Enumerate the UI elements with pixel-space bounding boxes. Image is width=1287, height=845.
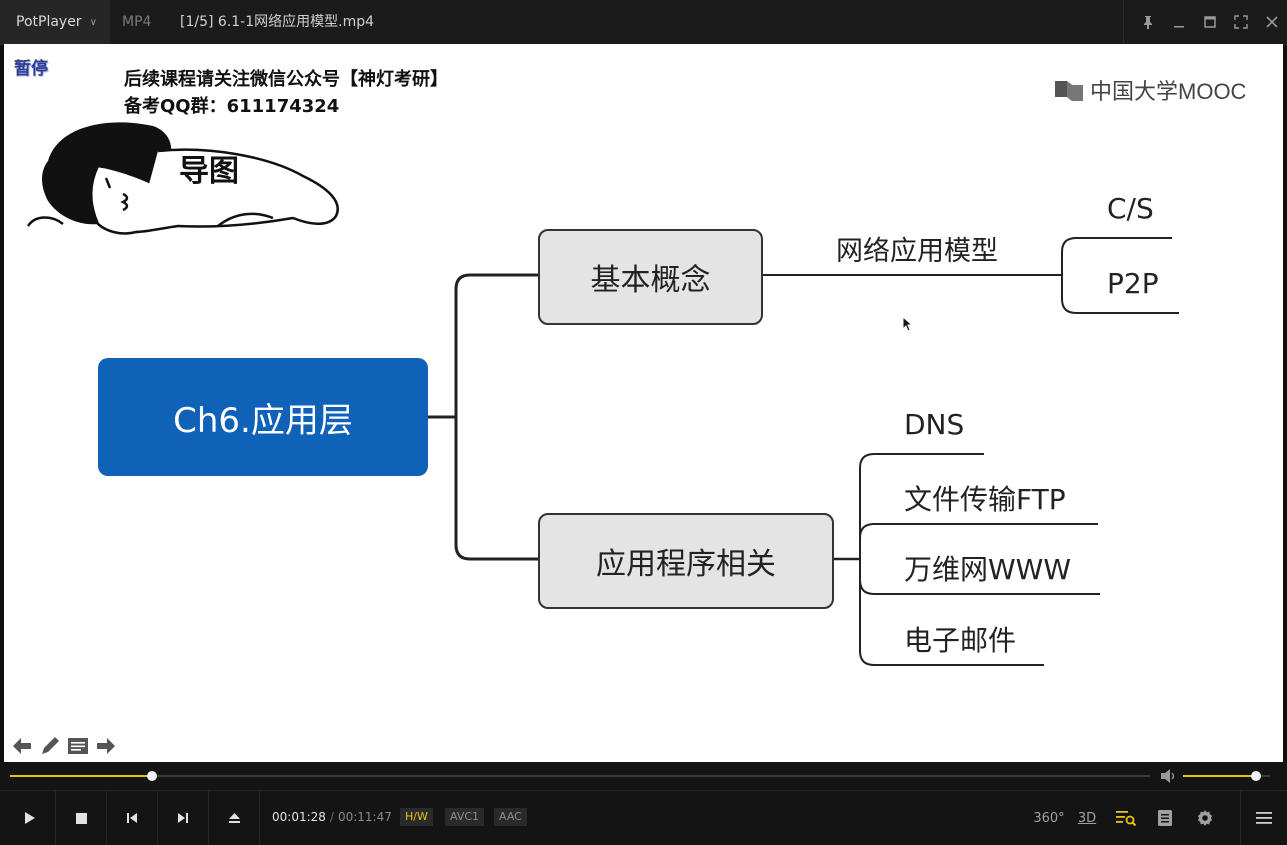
app-menu-button[interactable]: PotPlayer ∨ bbox=[0, 0, 110, 44]
drawing-toolbar bbox=[10, 734, 118, 758]
mindmap-leaf-dns: DNS bbox=[904, 408, 965, 441]
time-separator: / bbox=[329, 810, 334, 824]
mindmap-leaf-p2p: P2P bbox=[1107, 267, 1159, 300]
mindmap-leaf-email: 电子邮件 bbox=[904, 624, 1017, 657]
mooc-watermark: 中国大学MOOC bbox=[1054, 74, 1246, 106]
format-label: MP4 bbox=[122, 14, 152, 30]
skip-previous-icon bbox=[127, 813, 137, 823]
seek-progress-fill bbox=[10, 775, 152, 777]
pin-icon[interactable] bbox=[1132, 0, 1163, 44]
app-name: PotPlayer bbox=[16, 14, 82, 30]
3d-button[interactable]: 3D bbox=[1067, 791, 1107, 845]
seek-handle[interactable] bbox=[146, 771, 157, 781]
note-icon[interactable] bbox=[66, 734, 90, 758]
osd-pause-status: 暂停 bbox=[14, 59, 48, 79]
previous-button[interactable] bbox=[107, 791, 158, 845]
window-title: [1/5] 6.1-1网络应用模型.mp4 bbox=[180, 14, 375, 30]
video-frame[interactable]: 暂停 后续课程请关注微信公众号【神灯考研】 备考QQ群：611174324 中国… bbox=[4, 44, 1283, 762]
seek-slider[interactable] bbox=[10, 771, 1150, 781]
mindmap-root-node: Ch6.应用层 bbox=[98, 358, 428, 476]
total-time: 00:11:47 bbox=[337, 810, 392, 824]
mouse-cursor-icon bbox=[902, 316, 914, 332]
window-controls bbox=[1123, 0, 1287, 44]
control-bar: 00:01:28/00:11:47 H/W AVC1 AAC 360° 3D bbox=[0, 790, 1287, 845]
time-display: 00:01:28/00:11:47 bbox=[272, 810, 392, 824]
stop-icon bbox=[75, 812, 87, 824]
title-bar: PotPlayer ∨ MP4 [1/5] 6.1-1网络应用模型.mp4 bbox=[0, 0, 1287, 45]
promo-line-1: 后续课程请关注微信公众号【神灯考研】 bbox=[124, 69, 448, 90]
eject-icon bbox=[228, 813, 240, 823]
mindmap-node-label: 基本概念 bbox=[590, 263, 711, 298]
vr-360-button[interactable]: 360° bbox=[1029, 791, 1069, 845]
playlist-search-icon bbox=[1116, 811, 1137, 827]
skip-next-icon bbox=[178, 813, 188, 823]
main-menu-button[interactable] bbox=[1240, 791, 1287, 845]
volume-slider[interactable] bbox=[1183, 771, 1270, 781]
mindmap-node-application-programs: 应用程序相关 bbox=[538, 513, 834, 609]
fullscreen-icon[interactable] bbox=[1225, 0, 1256, 44]
arrow-right-icon[interactable] bbox=[94, 734, 118, 758]
seek-bar-area bbox=[0, 762, 1287, 790]
pen-icon[interactable] bbox=[38, 734, 62, 758]
mooc-watermark-text: 中国大学MOOC bbox=[1090, 79, 1247, 104]
mindmap-leaf-www: 万维网WWW bbox=[904, 553, 1072, 586]
mindmap-leaf-cs: C/S bbox=[1107, 192, 1154, 225]
volume-icon[interactable] bbox=[1160, 768, 1178, 784]
vr-360-label: 360° bbox=[1033, 810, 1065, 826]
mooc-logo-icon bbox=[1054, 78, 1084, 102]
playlist-search-button[interactable] bbox=[1106, 791, 1146, 845]
chevron-down-icon: ∨ bbox=[89, 16, 97, 28]
volume-handle[interactable] bbox=[1251, 771, 1262, 781]
lying-figure-illustration bbox=[26, 122, 339, 235]
settings-button[interactable] bbox=[1185, 791, 1225, 845]
play-button[interactable] bbox=[5, 791, 56, 845]
list-panel-icon bbox=[1158, 810, 1172, 826]
volume-fill bbox=[1183, 775, 1257, 777]
video-codec-badge[interactable]: AVC1 bbox=[445, 808, 485, 826]
mindmap-label-network-model: 网络应用模型 bbox=[836, 236, 998, 267]
hw-decode-badge[interactable]: H/W bbox=[400, 808, 433, 826]
next-button[interactable] bbox=[158, 791, 209, 845]
mindmap-node-basic-concepts: 基本概念 bbox=[538, 229, 763, 325]
mindmap-root-label: Ch6.应用层 bbox=[173, 400, 353, 441]
open-button[interactable] bbox=[209, 791, 260, 845]
promo-text: 后续课程请关注微信公众号【神灯考研】 备考QQ群：611174324 bbox=[124, 66, 448, 120]
gear-icon bbox=[1197, 810, 1213, 826]
mindmap-leaf-ftp: 文件传输FTP bbox=[904, 483, 1066, 516]
stop-button[interactable] bbox=[56, 791, 107, 845]
audio-codec-badge[interactable]: AAC bbox=[494, 808, 527, 826]
meme-caption: 导图 bbox=[179, 154, 239, 189]
mindmap-node-label: 应用程序相关 bbox=[596, 547, 776, 582]
minimize-icon[interactable] bbox=[1163, 0, 1194, 44]
arrow-left-icon[interactable] bbox=[10, 734, 34, 758]
current-time: 00:01:28 bbox=[272, 810, 326, 824]
promo-line-2: 备考QQ群：611174324 bbox=[124, 96, 340, 117]
close-icon[interactable] bbox=[1256, 0, 1287, 44]
3d-label: 3D bbox=[1077, 810, 1097, 826]
maximize-icon[interactable] bbox=[1194, 0, 1225, 44]
chapters-button[interactable] bbox=[1145, 791, 1185, 845]
hamburger-menu-icon bbox=[1256, 812, 1272, 824]
mindmap-connectors bbox=[428, 237, 1179, 666]
play-icon bbox=[25, 812, 35, 824]
